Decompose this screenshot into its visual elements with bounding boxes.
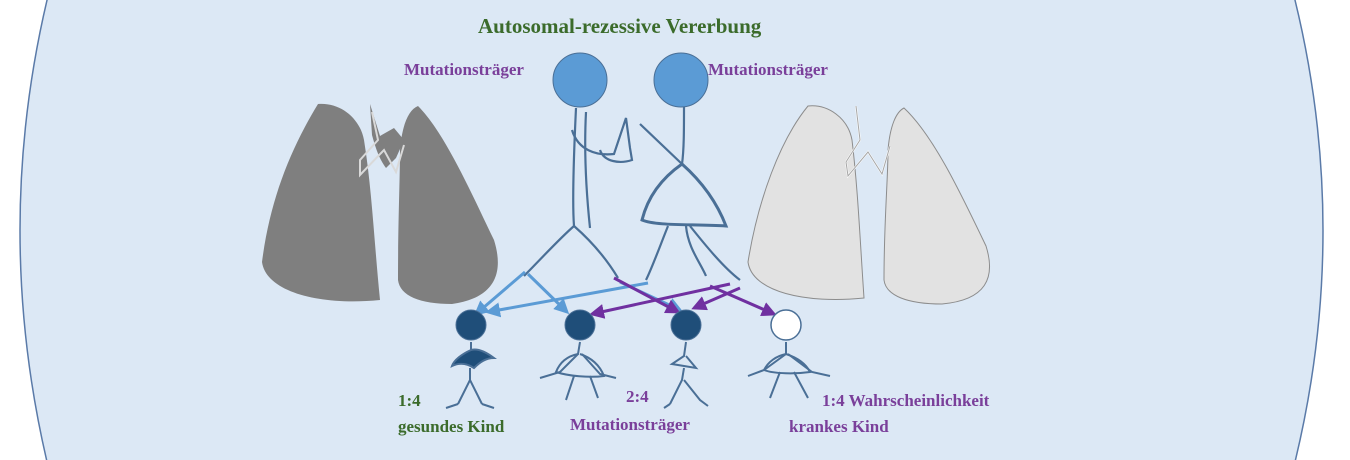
child-carrier-2-figure — [663, 341, 709, 409]
parent-left-label: Mutationsträger — [404, 60, 524, 79]
arrow-left-parent-to-child-2 — [526, 272, 570, 315]
child-healthy-head — [455, 309, 487, 341]
child-sick-head — [770, 309, 802, 341]
carrier-ratio: 2:4 — [626, 387, 649, 406]
arrow-left-parent-to-child-1 — [473, 270, 526, 316]
parent-right-figure — [639, 105, 741, 281]
child-carrier-1-head — [564, 309, 596, 341]
parent-right-label: Mutationsträger — [708, 60, 828, 79]
lung-light-icon — [747, 105, 990, 305]
arrow-purple-to-child-3b — [691, 286, 741, 311]
parent-left-figure — [523, 107, 634, 279]
child-healthy-figure — [445, 342, 497, 409]
lung-dark-icon — [262, 103, 498, 304]
child-sick-figure — [747, 342, 831, 399]
healthy-label: gesundes Kind — [398, 417, 505, 436]
parent-right-head — [653, 52, 709, 108]
sick-label: krankes Kind — [789, 417, 889, 436]
arrow-right-parent-to-child-1 — [485, 281, 649, 318]
parent-left-head — [552, 52, 608, 108]
sick-ratio: 1:4 Wahrscheinlichkeit — [822, 391, 990, 410]
carrier-label: Mutationsträger — [570, 415, 690, 434]
arrow-purple-to-child-4 — [709, 284, 777, 317]
child-carrier-1-figure — [539, 341, 617, 401]
healthy-ratio: 1:4 — [398, 391, 421, 410]
arrow-purple-to-child-3 — [613, 276, 681, 314]
arrow-purple-to-child-2 — [589, 282, 731, 319]
child-carrier-2-head — [670, 309, 702, 341]
diagram-title: Autosomal-rezessive Vererbung — [478, 14, 762, 38]
